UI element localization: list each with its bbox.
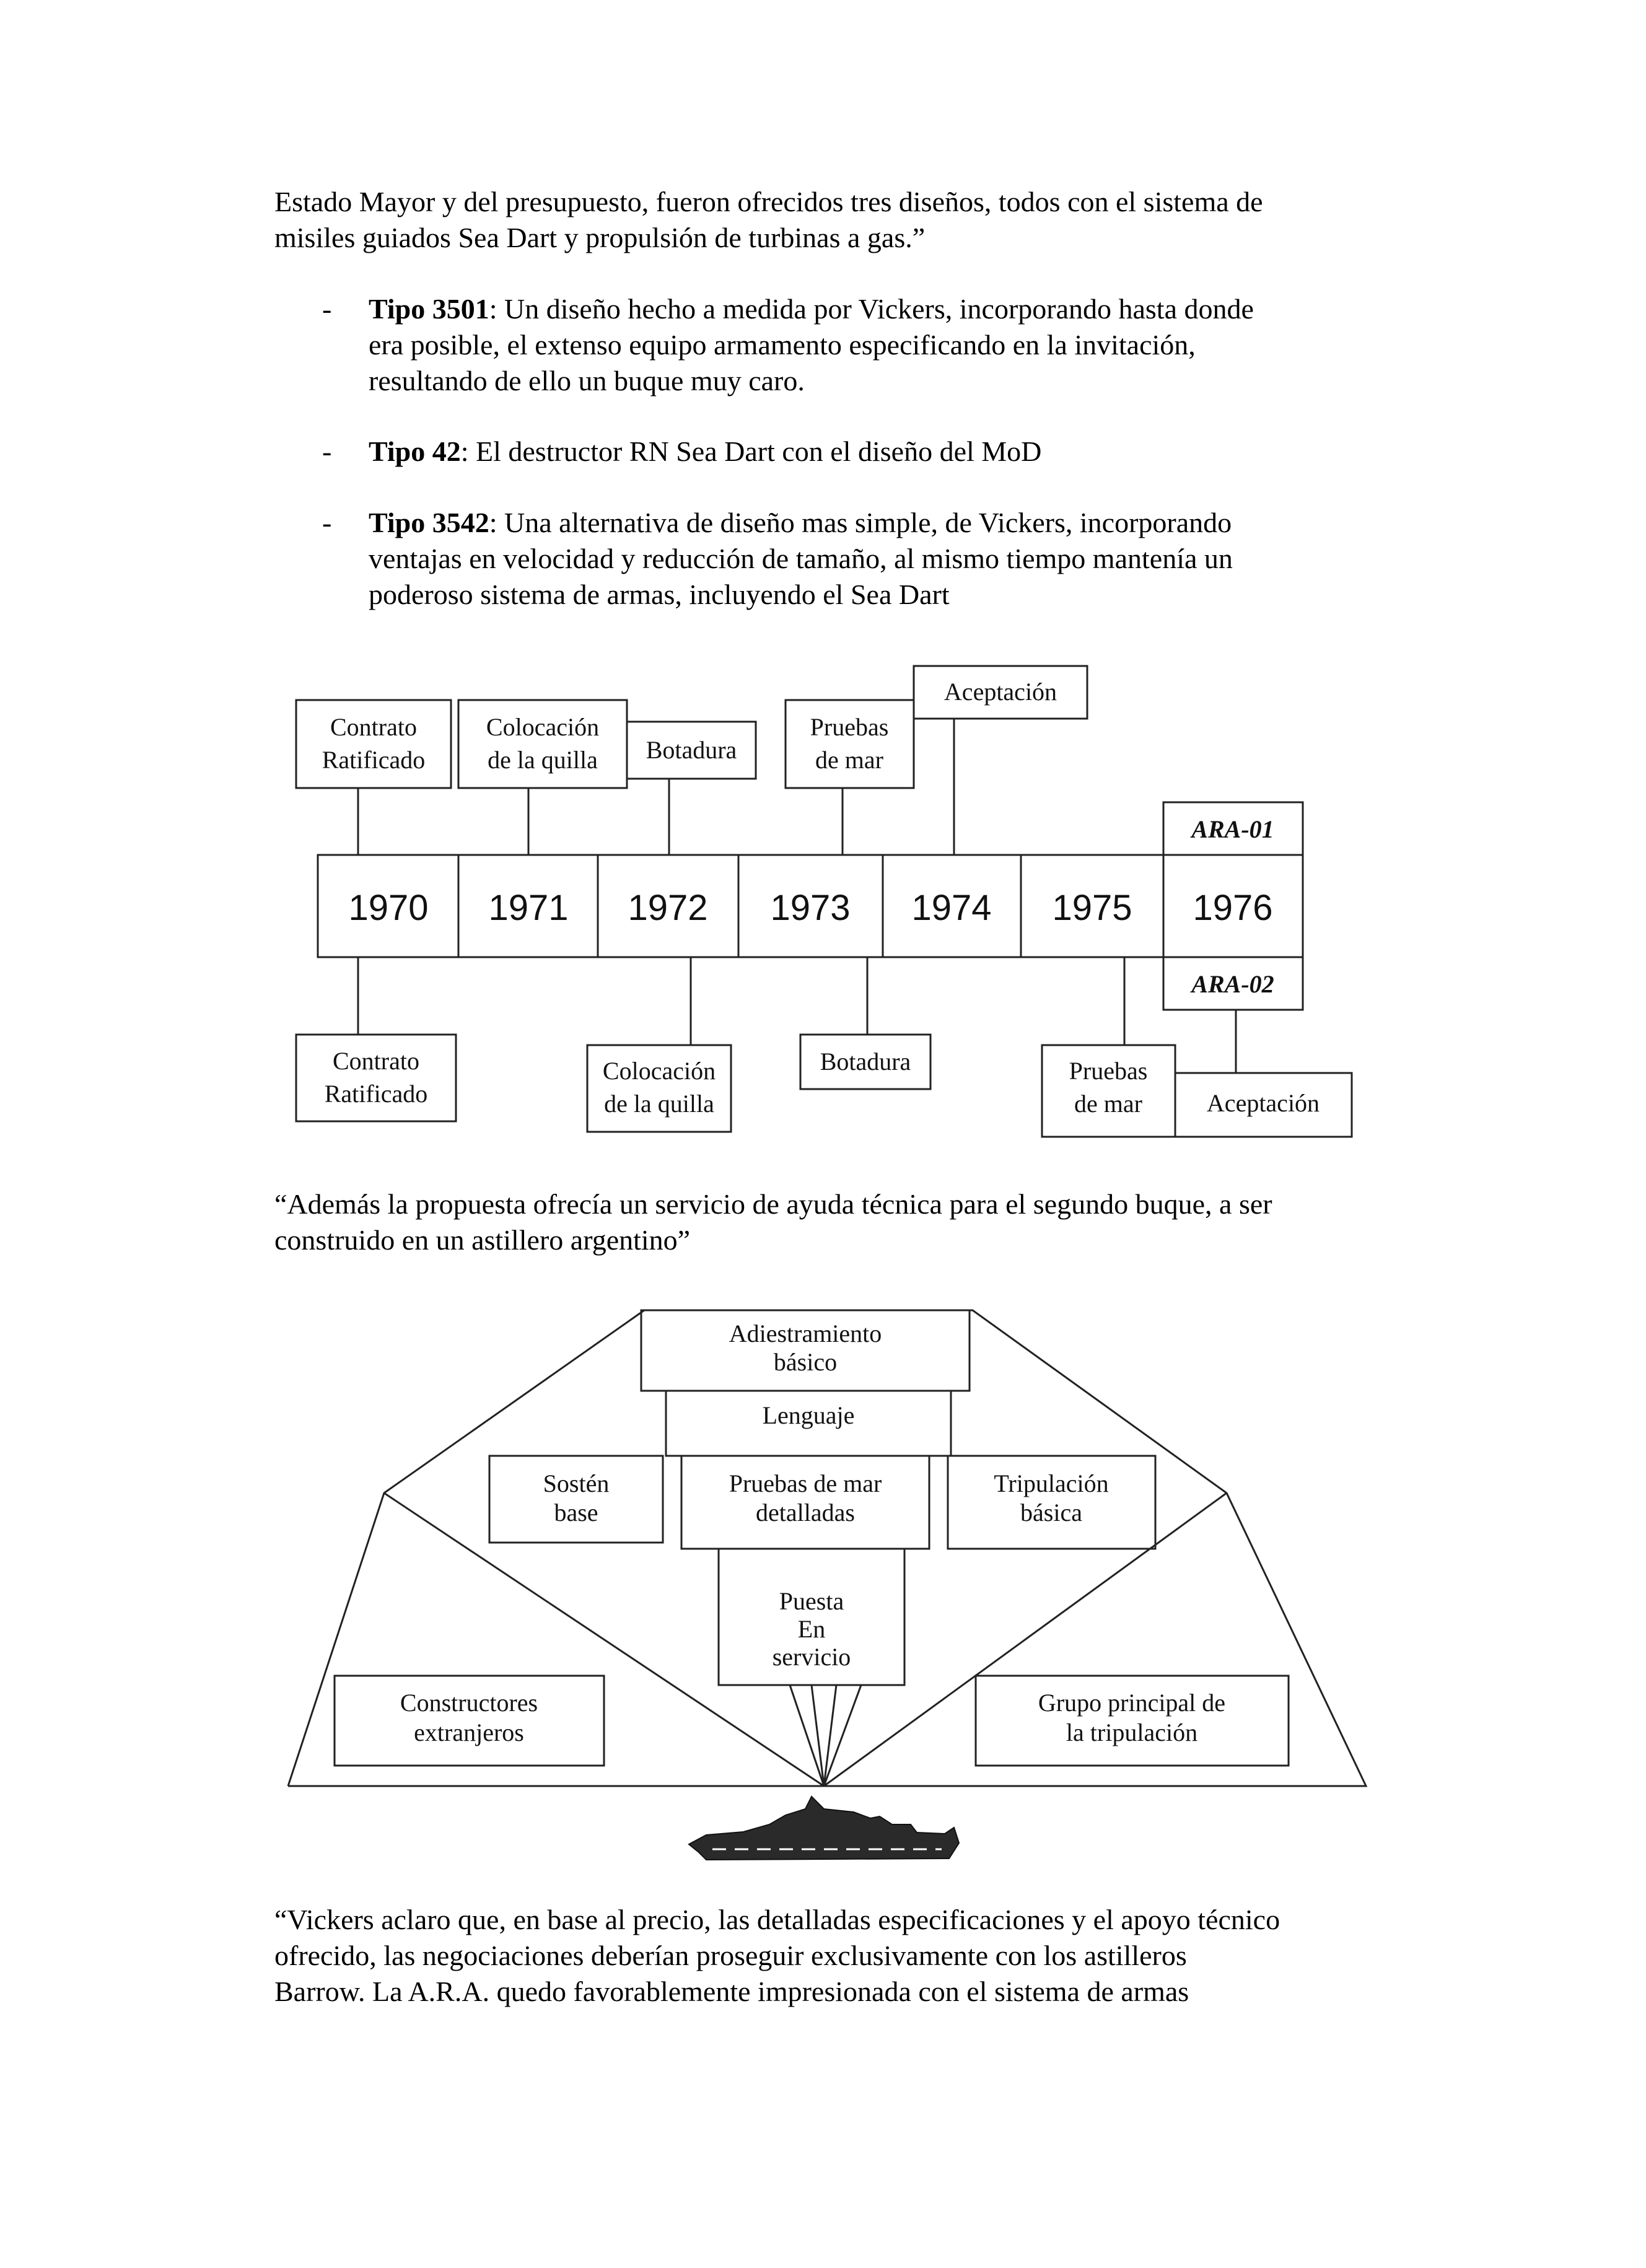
paragraph-line: “Además la propuesta ofrecía un servicio… xyxy=(274,1188,1272,1220)
ara-01-box xyxy=(1162,801,1304,856)
box-label: la tripulación xyxy=(1066,1719,1197,1746)
event-label: Botadura xyxy=(820,1048,911,1075)
paragraph-line: misiles guiados Sea Dart y propulsión de… xyxy=(274,222,926,253)
bullet-line: : Una alternativa de diseño mas simple, … xyxy=(489,507,1232,538)
base-support-box xyxy=(488,1455,664,1544)
paragraph-technical-support: “Además la propuesta ofrecía un servicio… xyxy=(274,1186,1390,1258)
foreign-builders-box xyxy=(333,1675,605,1767)
box-label: Grupo principal de xyxy=(1038,1689,1225,1717)
box-label: Pruebas de mar xyxy=(729,1469,882,1497)
bullet-term: Tipo 3501 xyxy=(369,293,489,325)
ship-label-ara-02: ARA-02 xyxy=(1189,970,1274,998)
ship-label-ara-01: ARA-01 xyxy=(1189,815,1274,843)
box-label: base xyxy=(554,1499,598,1526)
paragraph-line: Estado Mayor y del presupuesto, fueron o… xyxy=(274,186,1263,217)
box-label: Tripulación xyxy=(994,1469,1108,1497)
bullet-line: : Un diseño hecho a medida por Vickers, … xyxy=(489,293,1254,325)
box-label: Adiestramiento xyxy=(729,1320,882,1347)
bullet-dash: - xyxy=(322,436,332,467)
top-event-box xyxy=(295,699,452,789)
event-label: Colocación xyxy=(486,713,599,741)
paragraph-line: “Vickers aclaro que, en base al precio, … xyxy=(274,1904,1280,1935)
box-label: Constructores xyxy=(400,1689,538,1717)
year-label: 1972 xyxy=(628,888,707,928)
year-label: 1975 xyxy=(1052,888,1132,928)
event-label: de mar xyxy=(1074,1090,1142,1118)
top-event-box xyxy=(784,699,915,789)
bullet-term: Tipo 42 xyxy=(369,436,461,467)
box-label: Sostén xyxy=(543,1469,610,1497)
box-label: Lenguaje xyxy=(763,1401,855,1429)
ara-02-box xyxy=(1162,956,1304,1011)
bullet-term: Tipo 3542 xyxy=(369,507,489,538)
timeline-bar xyxy=(317,854,1304,958)
event-label: Aceptación xyxy=(944,678,1057,706)
bottom-event-box xyxy=(586,1044,732,1133)
bullet-line: poderoso sistema de armas, incluyendo el… xyxy=(369,579,950,610)
year-label: 1970 xyxy=(348,888,428,928)
year-label: 1974 xyxy=(911,888,991,928)
bullet-line: era posible, el extenso equipo armamento… xyxy=(369,329,1196,361)
paragraph-vickers: “Vickers aclaro que, en base al precio, … xyxy=(274,1902,1390,2010)
ship-icon xyxy=(688,1795,960,1861)
bullet-line: : El destructor RN Sea Dart con el diseñ… xyxy=(460,436,1042,467)
year-label: 1973 xyxy=(770,888,850,928)
event-label: de la quilla xyxy=(488,746,598,774)
box-label: básica xyxy=(1020,1499,1082,1526)
bullet-line: resultando de ello un buque muy caro. xyxy=(369,365,805,396)
box-label: básico xyxy=(774,1348,837,1376)
main-crew-box xyxy=(974,1675,1290,1767)
bullet-line: ventajas en velocidad y reducción de tam… xyxy=(369,543,1233,574)
event-label: de la quilla xyxy=(604,1090,714,1118)
paragraph-line: construido en un astillero argentino” xyxy=(274,1224,691,1256)
paragraph-intro: Estado Mayor y del presupuesto, fueron o… xyxy=(274,184,1390,256)
box-label: En xyxy=(798,1615,825,1643)
event-label: Ratificado xyxy=(322,746,426,774)
event-label: Contrato xyxy=(330,713,417,741)
bottom-event-box xyxy=(295,1033,457,1123)
box-label: Puesta xyxy=(779,1587,844,1615)
event-label: de mar xyxy=(815,746,883,774)
paragraph-line: Barrow. La A.R.A. quedo favorablemente i… xyxy=(274,1976,1189,2007)
top-event-box xyxy=(913,665,1088,720)
event-label: Aceptación xyxy=(1207,1089,1320,1117)
event-label: Contrato xyxy=(333,1047,419,1075)
bottom-event-box xyxy=(799,1033,932,1090)
event-label: Pruebas xyxy=(1069,1057,1148,1085)
box-label: servicio xyxy=(773,1643,851,1671)
commissioning-box xyxy=(717,1548,906,1686)
paragraph-line: ofrecido, las negociaciones deberían pro… xyxy=(274,1940,1187,1971)
event-label: Pruebas xyxy=(810,713,889,741)
bullet-dash: - xyxy=(322,293,332,325)
event-label: Colocación xyxy=(603,1057,716,1085)
bullet-dash: - xyxy=(322,507,332,538)
year-label: 1971 xyxy=(488,888,568,928)
event-label: Ratificado xyxy=(325,1080,428,1108)
top-event-box xyxy=(626,720,757,780)
box-label: extranjeros xyxy=(414,1719,524,1746)
bottom-event-box xyxy=(1174,1072,1353,1138)
basic-crew-box xyxy=(947,1455,1157,1550)
box-label: detalladas xyxy=(756,1499,855,1526)
event-label: Botadura xyxy=(646,736,737,764)
year-label: 1976 xyxy=(1193,888,1272,928)
